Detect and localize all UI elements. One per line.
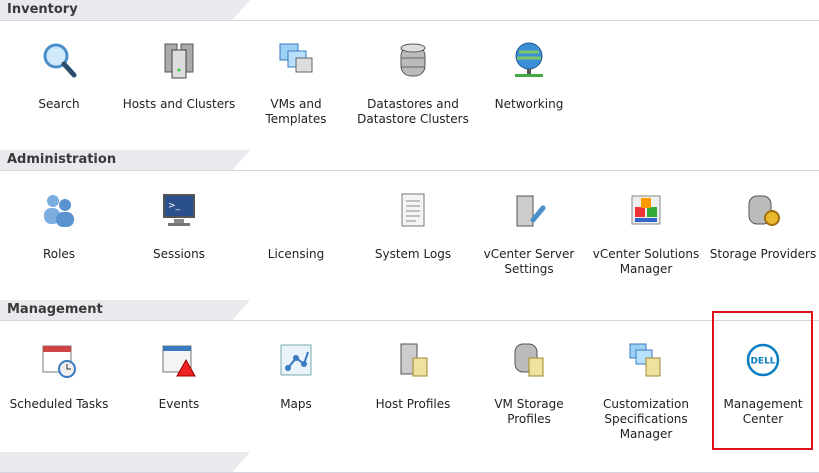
customization-icon <box>629 343 661 377</box>
launcher-label: System Logs <box>374 247 452 261</box>
launcher-label: Events <box>158 397 200 411</box>
storage-providers-icon <box>748 195 780 226</box>
host-profiles-icon <box>400 343 428 377</box>
datastore-icon <box>400 43 426 77</box>
launcher-scheduled-tasks[interactable]: Scheduled Tasks <box>1 340 117 412</box>
launcher-datastore[interactable]: Datastores and Datastore Clusters <box>355 40 471 127</box>
launcher-server-settings[interactable]: vCenter Server Settings <box>471 190 587 277</box>
launcher-label: Networking <box>494 97 564 111</box>
vms-icon <box>279 43 313 73</box>
launcher-label: Licensing <box>267 247 325 261</box>
launcher-label: Roles <box>42 247 76 261</box>
svg-text:>_: >_ <box>168 201 181 211</box>
launcher-storage-providers[interactable]: Storage Providers <box>705 190 819 262</box>
section-tab <box>0 0 250 20</box>
section-title: Management <box>7 302 103 317</box>
launcher-label: Maps <box>280 397 312 411</box>
launcher-logs[interactable]: System Logs <box>355 190 471 262</box>
section-header-inventory[interactable]: Inventory <box>0 0 819 21</box>
search-icon <box>43 43 77 78</box>
maps-icon <box>280 344 312 376</box>
launcher-label: Scheduled Tasks <box>9 397 109 411</box>
launcher-label: VMs and Templates <box>265 97 327 126</box>
vm-storage-profiles-icon <box>514 343 544 377</box>
logs-icon <box>401 193 425 227</box>
launcher-licensing[interactable]: Licensing <box>238 190 354 262</box>
dell-icon: DELL <box>746 343 780 377</box>
launcher-hosts[interactable]: Hosts and Clusters <box>121 40 237 112</box>
sessions-icon: >_ <box>163 194 195 226</box>
section-title: Inventory <box>7 2 78 17</box>
launcher-label: Customization Specifications Manager <box>603 397 689 441</box>
server-settings-icon <box>516 195 546 227</box>
launcher-dell[interactable]: DELL Management Center <box>705 340 819 427</box>
launcher-search[interactable]: Search <box>1 40 117 112</box>
launcher-label: vCenter Solutions Manager <box>592 247 700 276</box>
launcher-vms[interactable]: VMs and Templates <box>238 40 354 127</box>
launcher-roles[interactable]: Roles <box>1 190 117 262</box>
launcher-label: Sessions <box>152 247 206 261</box>
section-tab <box>0 452 250 472</box>
roles-icon <box>44 195 74 227</box>
launcher-customization[interactable]: Customization Specifications Manager <box>588 340 704 442</box>
section-tab <box>0 150 250 170</box>
section-title: Administration <box>7 152 117 167</box>
launcher-label: VM Storage Profiles <box>494 397 564 426</box>
svg-text:DELL: DELL <box>750 357 775 367</box>
scheduled-tasks-icon <box>42 345 76 378</box>
launcher-solutions[interactable]: vCenter Solutions Manager <box>588 190 704 277</box>
hosts-icon <box>164 43 194 79</box>
launcher-label: Datastores and Datastore Clusters <box>357 97 469 126</box>
section-header-management[interactable]: Management <box>0 300 819 321</box>
section-tab <box>0 300 250 320</box>
launcher-label: Search <box>38 97 80 111</box>
launcher-host-profiles[interactable]: Host Profiles <box>355 340 471 412</box>
launcher-sessions[interactable]: >_ Sessions <box>121 190 237 262</box>
network-icon <box>515 42 543 77</box>
launcher-vm-storage-profiles[interactable]: VM Storage Profiles <box>471 340 587 427</box>
events-icon <box>162 345 196 377</box>
highlight-box <box>712 311 813 450</box>
launcher-network[interactable]: Networking <box>471 40 587 112</box>
launcher-label: Storage Providers <box>709 247 817 261</box>
solutions-icon <box>631 195 661 225</box>
licensing-icon <box>276 190 316 230</box>
launcher-maps[interactable]: Maps <box>238 340 354 412</box>
launcher-label: vCenter Server Settings <box>483 247 575 276</box>
launcher-label: Management Center <box>723 397 803 426</box>
section-header-administration[interactable]: Administration <box>0 150 819 171</box>
section-header-partial[interactable] <box>0 452 819 473</box>
launcher-label: Hosts and Clusters <box>122 97 236 111</box>
launcher-label: Host Profiles <box>375 397 451 411</box>
launcher-events[interactable]: Events <box>121 340 237 412</box>
